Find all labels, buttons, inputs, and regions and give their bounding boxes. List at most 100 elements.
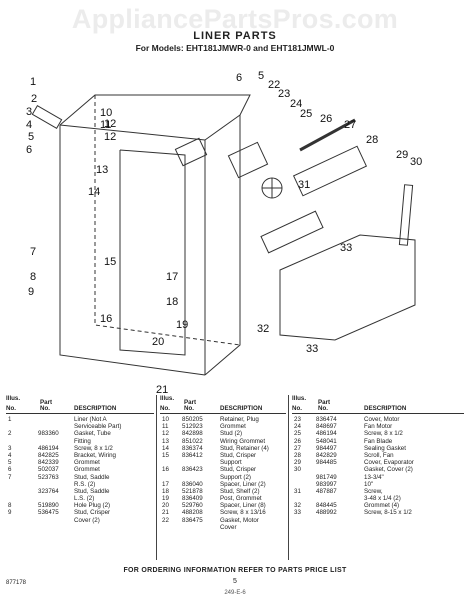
motor-assembly-drawing xyxy=(174,118,368,254)
cell-desc: Cover, Motor xyxy=(364,416,400,423)
callout-7: 7 xyxy=(30,246,36,258)
table-row: Support (2) xyxy=(160,474,286,481)
callout-31: 31 xyxy=(298,179,310,191)
cell-illus: 27 xyxy=(294,444,301,452)
cell-illus: 15 xyxy=(162,451,169,459)
cell-desc: Stud, Crisper xyxy=(74,509,111,517)
cell-desc: Bracket, Wiring xyxy=(74,451,116,459)
cell-desc: Gasket, Tube xyxy=(74,430,111,438)
cell-desc: Fan Blade xyxy=(364,437,393,445)
cell-desc: Stud, Shelf (2) xyxy=(220,487,260,495)
cell-desc: Hole Plug (2) xyxy=(74,502,111,510)
page-number: 5 xyxy=(233,578,237,585)
air-duct-drawing xyxy=(31,104,63,130)
cell-desc: 13-3/4" xyxy=(364,473,384,481)
ordering-note: FOR ORDERING INFORMATION REFER TO PARTS … xyxy=(123,567,347,574)
cell-desc: Stud, Retainer (4) xyxy=(220,444,269,452)
table-row: Cover xyxy=(160,524,286,531)
cell-part: 842898 xyxy=(182,430,203,438)
cell-illus: 4 xyxy=(8,451,12,459)
callout-6b: 6 xyxy=(236,72,242,84)
cell-desc: Retainer, Plug xyxy=(220,416,259,423)
callout-10: 10 xyxy=(100,107,112,119)
cell-desc: Stud, Saddle xyxy=(74,473,110,481)
cell-part: 529760 xyxy=(182,502,203,510)
callout-33b: 33 xyxy=(306,343,318,355)
cell-desc: Screw, 8-15 x 1/2 xyxy=(364,509,412,517)
callout-19: 19 xyxy=(176,319,188,331)
cell-desc: Spacer, Liner (8) xyxy=(220,502,266,510)
table-row: L.S. (2) xyxy=(6,495,154,502)
cell-desc: Serviceable Part) xyxy=(74,423,122,431)
cell-illus: 21 xyxy=(162,509,169,517)
cell-part: 984485 xyxy=(316,459,337,467)
cell-part: 836409 xyxy=(182,495,203,503)
callout-5b: 5 xyxy=(258,70,264,82)
cell-part: 519890 xyxy=(38,502,59,510)
cell-part: 983360 xyxy=(38,430,59,438)
table-row: Cover (2) xyxy=(6,517,154,524)
cell-illus: 10 xyxy=(162,416,169,423)
cell-part: 523763 xyxy=(38,473,59,481)
callout-17: 17 xyxy=(166,271,178,283)
cell-illus: 19 xyxy=(162,495,169,503)
table-row: Fitting xyxy=(6,438,154,445)
cell-illus: 7 xyxy=(8,473,12,481)
cell-part: 836040 xyxy=(182,480,203,488)
evaporator-cover-drawing xyxy=(279,234,416,341)
cell-part: 836423 xyxy=(182,466,203,474)
page-title: LINER PARTS xyxy=(193,30,277,42)
callout-32: 32 xyxy=(257,323,269,335)
cell-desc: Cover, Evaporator xyxy=(364,459,414,467)
cell-desc: Support (2) xyxy=(220,473,251,481)
cell-part: 836475 xyxy=(182,516,203,524)
cell-desc: Sealing Gasket xyxy=(364,444,406,452)
cell-part: 848445 xyxy=(316,502,337,510)
callout-12: 12 xyxy=(104,131,116,143)
cell-part: 842339 xyxy=(38,459,59,467)
table-row: R.S. (2) xyxy=(6,481,154,488)
cell-illus: 2 xyxy=(8,430,12,438)
cell-desc: Stud (2) xyxy=(220,430,243,438)
cell-illus: 30 xyxy=(294,466,301,474)
cell-illus: 29 xyxy=(294,459,301,467)
cell-illus: 33 xyxy=(294,509,301,517)
table-row: 19 836409 Post, Grommet xyxy=(160,495,286,502)
table-row: 7 523763 Stud, Saddle xyxy=(6,474,154,481)
table-row: Serviceable Part) xyxy=(6,423,154,430)
callout-28: 28 xyxy=(366,134,378,146)
cell-desc: Cover xyxy=(220,523,237,531)
callout-2: 2 xyxy=(31,93,37,105)
cell-desc: Grommet xyxy=(220,423,246,431)
cell-illus: 18 xyxy=(162,487,169,495)
cell-part: 512923 xyxy=(182,423,203,431)
cell-illus: 8 xyxy=(8,502,12,510)
gasket-strip-drawing xyxy=(398,184,414,246)
form-code: 877178 xyxy=(6,580,27,586)
cell-desc: Screw, 8 x 1/2 xyxy=(74,444,113,452)
cell-part: 836374 xyxy=(182,444,203,452)
cell-part: 502037 xyxy=(38,466,59,474)
watermark: AppliancePartsPros.com xyxy=(71,4,399,34)
cell-illus: 31 xyxy=(294,487,301,495)
cell-illus: 13 xyxy=(162,437,169,445)
callout-8: 8 xyxy=(30,271,36,283)
cell-desc: Post, Grommet xyxy=(220,495,262,503)
cell-part: 836412 xyxy=(182,451,203,459)
